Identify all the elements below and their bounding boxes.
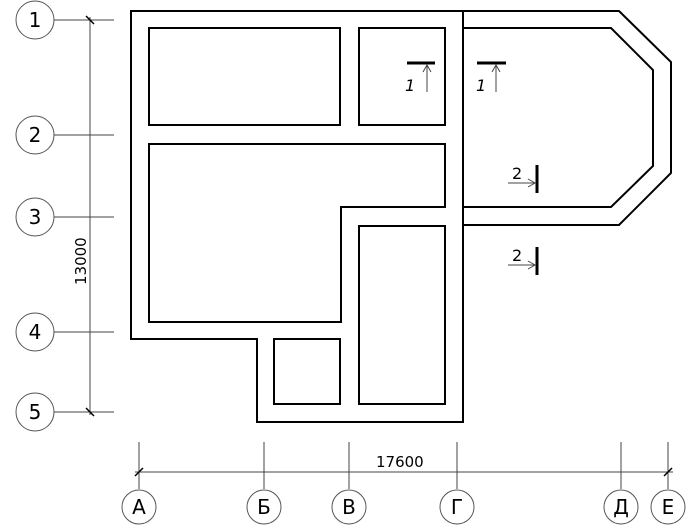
row-axis-label: 1 bbox=[29, 8, 42, 32]
row-axis-3: 3 bbox=[15, 197, 114, 237]
section-mark-1-left: 1 bbox=[405, 61, 435, 95]
column-axis-4: Г bbox=[439, 442, 475, 525]
svg-text:2: 2 bbox=[512, 164, 522, 183]
row-axis-label: 4 bbox=[29, 320, 42, 344]
column-axis-2: Б bbox=[246, 442, 282, 525]
section-mark-2-top: 2 bbox=[508, 164, 539, 193]
svg-text:1: 1 bbox=[476, 76, 486, 95]
row-axis-label: 3 bbox=[29, 205, 42, 229]
svg-text:2: 2 bbox=[512, 246, 522, 265]
column-axis-label: А bbox=[132, 495, 146, 519]
row-axis-5: 5 bbox=[15, 392, 114, 432]
dimension-tick bbox=[85, 407, 95, 417]
dimension-tick bbox=[134, 467, 144, 477]
column-axis-label: В bbox=[342, 495, 356, 519]
room-1 bbox=[148, 27, 341, 126]
room-2 bbox=[358, 27, 446, 126]
column-axis-1: А bbox=[121, 442, 157, 525]
dimension-tick bbox=[85, 15, 95, 25]
column-axis-5: Д bbox=[603, 442, 639, 525]
column-axis-label: Б bbox=[257, 495, 271, 519]
row-axis-4: 4 bbox=[15, 312, 114, 352]
row-axis-label: 2 bbox=[29, 123, 42, 147]
annex-inner-wall bbox=[463, 27, 654, 208]
column-axis-label: Д bbox=[613, 495, 629, 519]
svg-text:1: 1 bbox=[405, 76, 415, 95]
room-4 bbox=[358, 225, 446, 405]
horizontal-dimension-label: 17600 bbox=[376, 453, 424, 471]
room-5 bbox=[273, 338, 341, 405]
dimension-tick bbox=[663, 467, 673, 477]
vertical-dimension-label: 13000 bbox=[72, 237, 90, 285]
column-axis-3: В bbox=[331, 442, 367, 525]
main-outer-wall bbox=[130, 10, 464, 423]
column-axis-label: Е bbox=[662, 495, 675, 519]
row-axis-2: 2 bbox=[15, 115, 114, 155]
column-axis-label: Г bbox=[451, 495, 463, 519]
row-axis-label: 5 bbox=[29, 400, 42, 424]
section-mark-1-right: 1 bbox=[476, 61, 506, 95]
row-axis-1: 1 bbox=[15, 0, 114, 40]
section-mark-2-bottom: 2 bbox=[508, 246, 539, 275]
column-axis-6: Е bbox=[650, 442, 686, 525]
annex-outer-wall bbox=[463, 10, 672, 226]
room-3 bbox=[148, 143, 446, 323]
